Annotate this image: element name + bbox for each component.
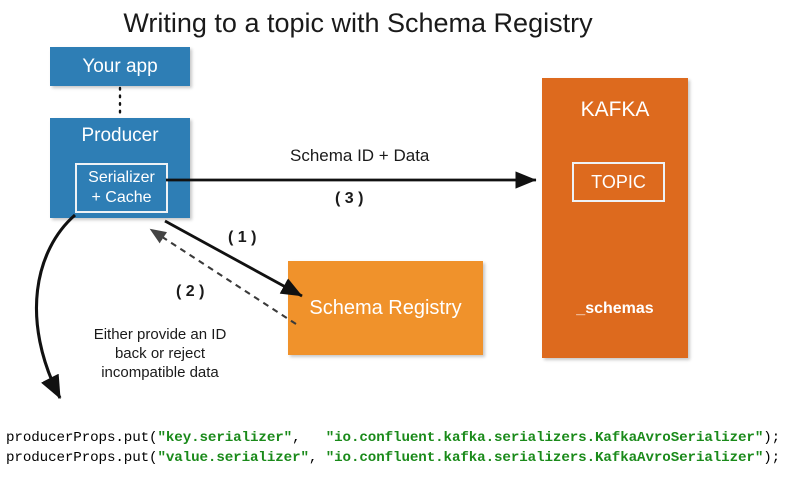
code-l1-sep: , [292,430,326,446]
node-producer: Producer Serializer + Cache [50,118,190,218]
code-l2-arg1: "value.serializer" [157,450,309,466]
note-line-3: incompatible data [101,364,219,381]
page-title: Writing to a topic with Schema Registry [123,8,593,38]
code-l1-prefix: producerProps.put( [6,430,158,446]
node-schema-registry: Schema Registry [288,261,483,355]
code-l2-prefix: producerProps.put( [6,450,158,466]
code-l1-suffix: ); [763,430,781,446]
node-kafka: KAFKA TOPIC _schemas [542,78,688,358]
node-schema-registry-label: Schema Registry [309,296,462,319]
node-topic-label: TOPIC [591,171,646,192]
code-l2-suffix: ); [763,450,781,466]
note-line-2: back or reject [114,345,206,362]
arrow-label-schema-id-data: Schema ID + Data [290,146,430,165]
connector-registry-to-producer [149,228,297,325]
node-your-app: Your app [50,47,190,86]
code-l2-sep: , [308,450,326,466]
code-l2-arg2: "io.confluent.kafka.serializers.KafkaAvr… [325,450,764,466]
note-annotation: Either provide an ID back or reject inco… [50,325,270,382]
node-topic: TOPIC [572,162,665,202]
serializer-line1: Serializer [88,169,155,186]
arrow-label-step-3: ( 3 ) [335,190,364,207]
node-schemas-label: _schemas [576,300,654,317]
code-l1-arg2: "io.confluent.kafka.serializers.KafkaAvr… [325,430,764,446]
arrow-label-step-2: ( 2 ) [176,283,205,300]
code-block: producerProps.put("key.serializer", "io.… [6,428,780,468]
node-serializer-cache: Serializer + Cache [75,163,168,213]
serializer-line2: + Cache [91,189,152,206]
code-line-1: producerProps.put("key.serializer", "io.… [6,430,780,446]
node-kafka-label: KAFKA [580,98,650,121]
node-producer-label: Producer [81,125,159,146]
note-line-1: Either provide an ID [93,326,227,343]
node-your-app-label: Your app [82,55,158,77]
code-l1-arg1: "key.serializer" [157,430,293,446]
code-line-2: producerProps.put("value.serializer", "i… [6,450,780,466]
arrow-label-step-1: ( 1 ) [228,229,257,246]
